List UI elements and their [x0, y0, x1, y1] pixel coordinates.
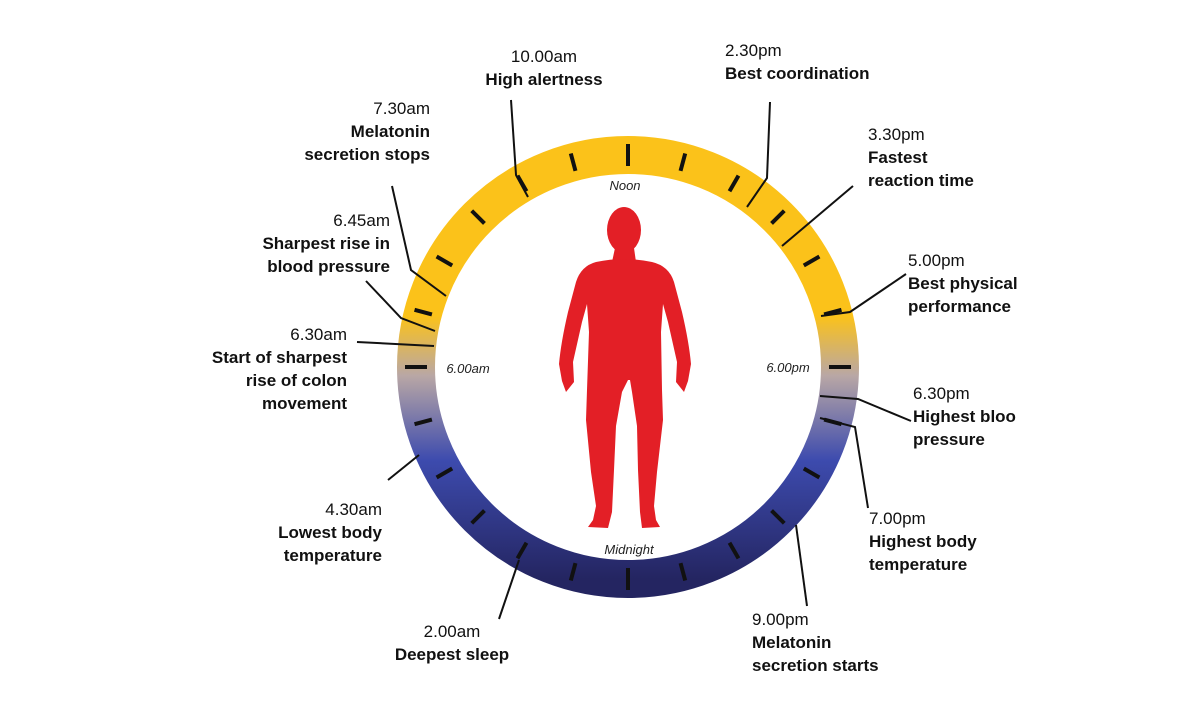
hour-tick: [727, 541, 741, 560]
event-desc: movement: [261, 394, 347, 413]
leader-line: [819, 395, 912, 422]
event-desc: Deepest sleep: [394, 645, 510, 664]
annotation-melatonin-stops: 7.30am Melatonin secretion stops: [250, 98, 430, 166]
hour-tick: [435, 466, 454, 480]
event-desc: Highest bloo: [913, 407, 1016, 426]
annotation-highest-blood-pressure: 6.30pm Highest bloo pressure: [913, 383, 1040, 451]
event-time: 2.30pm: [725, 41, 782, 60]
event-time: 7.30am: [373, 99, 430, 118]
event-time: 9.00pm: [752, 610, 809, 629]
hour-tick: [802, 466, 821, 480]
hour-tick: [568, 153, 578, 172]
hour-tick: [823, 307, 842, 317]
event-desc: secretion starts: [752, 656, 879, 675]
event-desc: temperature: [283, 546, 382, 565]
annotation-high-alertness: 10.00am High alertness: [459, 46, 629, 91]
leader-line: [391, 185, 447, 297]
annotation-blood-pressure-rise: 6.45am Sharpest rise in blood pressure: [170, 210, 390, 278]
hour-tick: [515, 541, 529, 560]
event-desc: reaction time: [868, 171, 974, 190]
event-desc: Lowest body: [278, 523, 382, 542]
leader-line: [365, 280, 436, 332]
event-desc: Fastest: [868, 148, 928, 167]
event-time: 6.30pm: [913, 384, 970, 403]
leader-line: [795, 524, 808, 607]
event-time: 6.45am: [333, 211, 390, 230]
leader-line: [387, 454, 420, 481]
event-desc: Start of sharpest: [211, 348, 347, 367]
event-desc: blood pressure: [267, 257, 390, 276]
annotation-fastest-reaction: 3.30pm Fastest reaction time: [868, 124, 1068, 192]
leader-line: [498, 559, 520, 620]
leader-line: [781, 185, 854, 247]
noon-label: Noon: [609, 178, 640, 193]
event-time: 2.00am: [423, 622, 481, 641]
hour-tick: [678, 562, 688, 581]
annotation-highest-temperature: 7.00pm Highest body temperature: [869, 508, 1069, 576]
hour-tick: [414, 307, 433, 317]
annotation-best-coordination: 2.30pm Best coordination: [725, 40, 945, 85]
event-desc: temperature: [869, 555, 968, 574]
leader-line: [746, 101, 771, 208]
event-time: 3.30pm: [868, 125, 925, 144]
event-desc: Highest body: [869, 532, 977, 551]
hour-tick: [727, 174, 741, 193]
six-pm-label: 6.00pm: [766, 360, 810, 375]
event-desc: Sharpest rise in: [262, 234, 390, 253]
midnight-label: Midnight: [604, 542, 655, 557]
hour-tick: [414, 417, 433, 427]
event-desc: Melatonin: [752, 633, 832, 652]
leader-line: [510, 99, 529, 198]
event-desc: Best physical: [908, 274, 1018, 293]
hour-tick: [770, 509, 786, 525]
leader-line: [356, 341, 435, 347]
event-desc: rise of colon: [245, 371, 347, 390]
event-desc: High alertness: [485, 70, 603, 89]
event-time: 6.30am: [290, 325, 347, 344]
event-time: 10.00am: [510, 47, 578, 66]
annotation-deepest-sleep: 2.00am Deepest sleep: [372, 621, 532, 666]
human-figure-icon: [559, 207, 691, 528]
event-desc: secretion stops: [304, 145, 430, 164]
event-time: 5.00pm: [908, 251, 965, 270]
annotation-melatonin-starts: 9.00pm Melatonin secretion starts: [752, 609, 952, 677]
event-time: 7.00pm: [869, 509, 926, 528]
six-am-label: 6.00am: [446, 361, 490, 376]
annotation-colon-movement: 6.30am Start of sharpest rise of colon m…: [140, 324, 347, 415]
event-desc: Melatonin: [350, 122, 430, 141]
hour-tick: [802, 254, 821, 268]
leader-line: [820, 273, 907, 317]
leader-line: [819, 417, 869, 509]
annotation-lowest-temperature: 4.30am Lowest body temperature: [200, 499, 382, 567]
hour-tick: [678, 153, 688, 172]
event-desc: pressure: [913, 430, 985, 449]
hour-ticks: [405, 144, 851, 590]
hour-tick: [470, 509, 486, 525]
event-time: 4.30am: [325, 500, 382, 519]
hour-tick: [435, 254, 454, 268]
hour-tick: [470, 209, 486, 225]
leader-lines: [356, 99, 912, 620]
hour-tick: [515, 174, 529, 193]
hour-tick: [568, 562, 578, 581]
event-desc: performance: [908, 297, 1011, 316]
event-desc: Best coordination: [725, 64, 870, 83]
annotation-best-physical: 5.00pm Best physical performance: [908, 250, 1040, 318]
hour-tick: [770, 209, 786, 225]
